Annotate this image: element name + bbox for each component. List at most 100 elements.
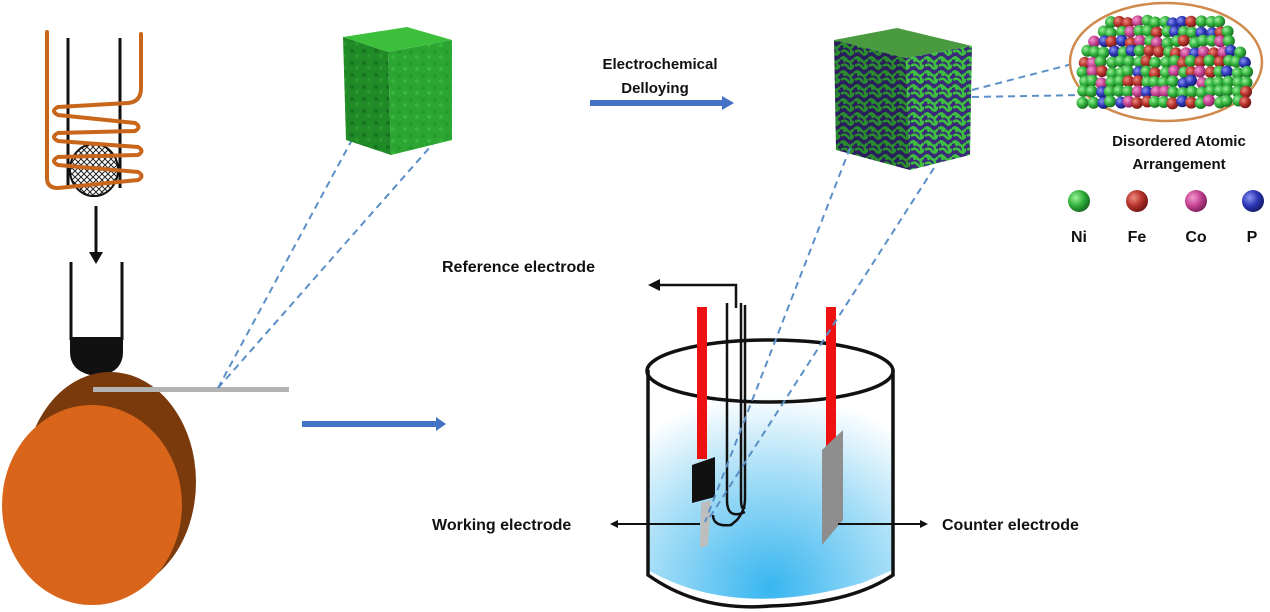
zoom-lines-cube-to-electrode — [704, 147, 935, 523]
electrochemical-cell — [645, 338, 895, 609]
element-legend: Ni Fe Co P — [1068, 190, 1264, 246]
legend-label-fe: Fe — [1128, 229, 1147, 246]
atom — [1106, 67, 1119, 80]
atom — [1150, 36, 1163, 49]
working-electrode — [692, 307, 715, 548]
atom — [1152, 45, 1165, 58]
atom — [1168, 64, 1181, 77]
dealloying-label-line2: Delloying — [621, 80, 689, 97]
p-atom-icon — [1242, 190, 1264, 212]
atom — [1222, 75, 1235, 88]
induction-coil — [45, 30, 144, 190]
process-arrow-to-cell — [302, 417, 446, 431]
atom — [1175, 15, 1188, 28]
atom — [1131, 85, 1144, 98]
atom — [1076, 66, 1089, 79]
beaker-rim — [645, 338, 895, 404]
atom — [1104, 95, 1117, 108]
dealloying-arrow — [590, 100, 724, 106]
atom — [1114, 55, 1127, 68]
atom — [1193, 65, 1206, 78]
atom — [1239, 96, 1252, 109]
atom — [1186, 26, 1199, 39]
legend-item-fe: Fe — [1126, 190, 1148, 246]
atomic-caption-line1: Disordered Atomic — [1112, 133, 1246, 150]
co-atom-icon — [1185, 190, 1207, 212]
ni-atom-icon — [1068, 190, 1090, 212]
atom — [1204, 66, 1217, 79]
atom — [1150, 85, 1163, 98]
atom — [1085, 85, 1098, 98]
atom — [1149, 16, 1162, 29]
legend-item-ni: Ni — [1068, 190, 1090, 246]
atom — [1203, 54, 1216, 67]
zoom-lines-cube-to-atoms — [971, 61, 1083, 98]
atom — [1076, 96, 1089, 109]
atom-cluster — [1076, 14, 1254, 110]
atom — [1239, 85, 1252, 98]
melt-spinning-nozzle — [69, 262, 124, 380]
atom — [1088, 35, 1101, 48]
atom — [1234, 46, 1247, 59]
atom — [1230, 55, 1243, 68]
process-arrow-down — [89, 206, 103, 264]
atom — [1221, 84, 1234, 97]
atom — [1196, 34, 1209, 47]
atom — [1086, 74, 1099, 87]
atom — [1123, 55, 1136, 68]
atom — [1122, 75, 1135, 88]
atom — [1160, 56, 1173, 69]
atom — [1133, 34, 1146, 47]
atom — [1143, 44, 1156, 57]
atom — [1148, 67, 1161, 80]
counter-electrode-label: Counter electrode — [942, 517, 1079, 534]
atomic-cluster-view — [1068, 1, 1264, 123]
atom — [1131, 96, 1144, 109]
atom — [1095, 77, 1108, 90]
reference-electrode-label: Reference electrode — [442, 259, 595, 276]
atom — [1105, 35, 1118, 48]
atom — [1204, 84, 1217, 97]
reference-electrode — [648, 279, 747, 527]
as-spun-alloy-cube — [343, 27, 452, 155]
dealloying-label-line1: Electrochemical — [602, 56, 717, 73]
atom — [1121, 85, 1134, 98]
atom — [1168, 25, 1181, 38]
atom — [1240, 76, 1253, 89]
atom — [1238, 56, 1251, 69]
atom — [1131, 15, 1144, 28]
atom — [1241, 65, 1254, 78]
copper-wheel — [2, 372, 196, 605]
legend-label-p: P — [1247, 229, 1258, 246]
working-electrode-leader — [610, 520, 700, 528]
atom — [1140, 86, 1153, 99]
atom — [1214, 35, 1227, 48]
atom — [1213, 15, 1226, 28]
dealloying-step: Electrochemical Delloying — [590, 56, 734, 110]
atomic-caption-line2: Arrangement — [1132, 156, 1225, 173]
atom — [1087, 96, 1100, 109]
atom — [1185, 15, 1198, 28]
atom — [1133, 44, 1146, 57]
working-electrode-label: Working electrode — [432, 517, 571, 534]
atom — [1088, 45, 1101, 58]
atom — [1177, 34, 1190, 47]
atom — [1086, 65, 1099, 78]
atom — [1112, 84, 1125, 97]
atom — [1148, 95, 1161, 108]
atom — [1103, 85, 1116, 98]
nanoporous-cube — [834, 28, 972, 170]
atom — [1132, 75, 1145, 88]
legend-item-p: P — [1242, 190, 1264, 246]
atom — [1095, 65, 1108, 78]
atom — [1124, 25, 1137, 38]
atom — [1185, 74, 1198, 87]
counter-electrode — [822, 307, 843, 545]
atom — [1221, 25, 1234, 38]
atom — [1202, 94, 1215, 107]
atom — [1224, 44, 1237, 57]
atom — [1231, 67, 1244, 80]
counter-electrode-leader — [838, 520, 928, 528]
atom — [1222, 34, 1235, 47]
